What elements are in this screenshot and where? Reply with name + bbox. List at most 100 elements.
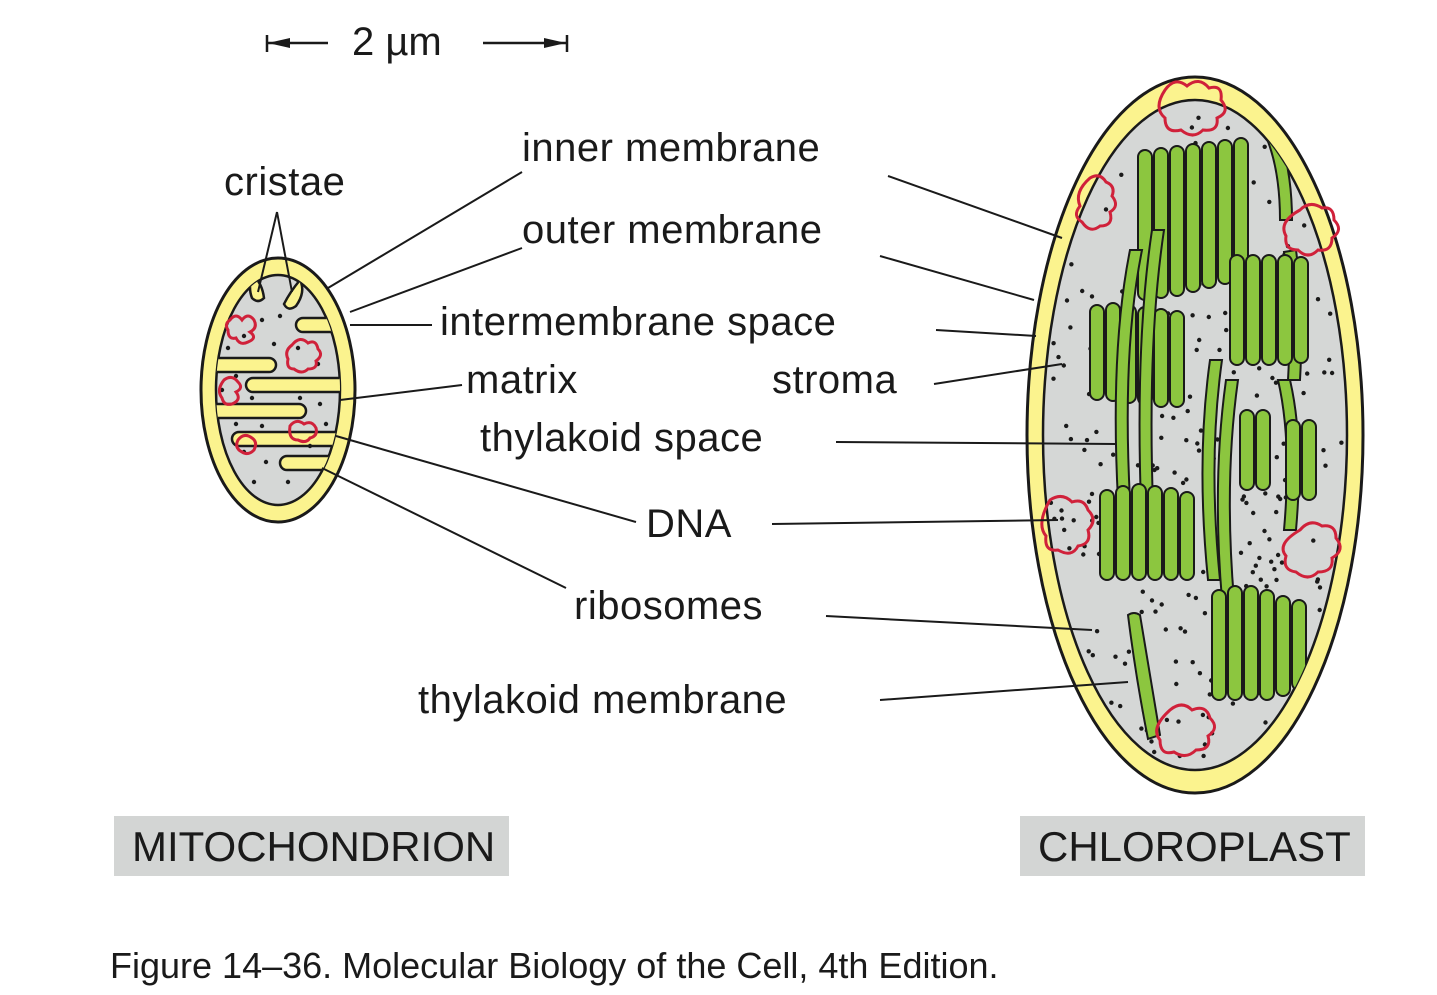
ribosome-dot: [1274, 577, 1279, 583]
ribosome-dot: [1238, 550, 1244, 555]
ribosome-dot: [1311, 538, 1316, 543]
ribosome-dot: [1086, 499, 1092, 504]
ribosome-dot: [1257, 555, 1262, 561]
ribosome-dot: [1103, 207, 1109, 212]
ribosome-dot: [1327, 357, 1332, 362]
ribosome-dot: [1189, 125, 1195, 130]
ribosome-dot: [1190, 313, 1195, 318]
ribosome-dot: [1056, 354, 1061, 360]
ribosome-dot: [1176, 719, 1181, 724]
leader-lines: [257, 171, 1129, 701]
label-inner-membrane: inner membrane: [522, 126, 821, 170]
ribosome-dot: [1086, 649, 1091, 654]
ribosome-dot: [1264, 584, 1269, 589]
ribosome-dot: [1281, 441, 1286, 446]
ribosome-dot: [1185, 408, 1190, 414]
mitochondrion-illustration: [199, 256, 357, 524]
label-intermembrane-space: intermembrane space: [440, 300, 837, 344]
ribosome-dot: [1329, 370, 1335, 376]
ribosome-dot: [1257, 366, 1262, 371]
ribosome-dot: [1152, 749, 1157, 755]
ribosome-dot: [1253, 563, 1259, 568]
ribosome-dot: [1272, 567, 1277, 572]
ribosome-dot: [1328, 311, 1333, 316]
ribosome-dot: [1174, 681, 1179, 687]
ribosome-dot: [1080, 288, 1085, 294]
ribosome-dot: [1059, 508, 1064, 513]
ribosome-dot: [1250, 570, 1256, 575]
ribosome-dot: [1301, 390, 1306, 396]
ribosome-dot: [1068, 325, 1073, 330]
ribosome-dot: [1200, 712, 1206, 718]
chloroplast-title: CHLOROPLAST: [1020, 816, 1365, 876]
ribosome-dot: [1247, 541, 1252, 546]
ribosome-dot: [1187, 394, 1193, 399]
ribosome-dot: [1317, 607, 1322, 613]
ribosome-dot: [1180, 480, 1186, 486]
ribosome-dot: [1163, 627, 1169, 632]
ribosome-dot: [1089, 294, 1095, 299]
label-stroma: stroma: [772, 358, 898, 402]
ribosome-dot: [1322, 370, 1327, 375]
ribosome-dot: [1067, 546, 1072, 551]
ribosome-dot: [1184, 477, 1189, 482]
ribosome-dot: [1315, 297, 1321, 302]
ribosome-dot: [1064, 423, 1069, 429]
label-thylakoid-membrane: thylakoid membrane: [418, 678, 788, 722]
ribosome-dot: [1231, 370, 1237, 375]
ribosome-dot: [1159, 435, 1164, 440]
ribosome-dot: [1317, 585, 1323, 590]
ribosome-dot: [1262, 528, 1267, 534]
ribosome-dot: [1149, 598, 1155, 603]
label-dna: DNA: [646, 502, 732, 546]
ribosome-dot: [1196, 115, 1201, 121]
ribosome-dot: [1082, 447, 1087, 453]
ribosome-dot: [1098, 462, 1103, 467]
chloroplast-dna: [1040, 80, 1342, 757]
ribosome-dot: [1279, 560, 1285, 565]
ribosome-dot: [1149, 739, 1154, 744]
ribosome-dot: [1201, 569, 1206, 575]
ribosome-dot: [1126, 649, 1132, 654]
figure-caption: Figure 14–36. Molecular Biology of the C…: [110, 945, 999, 986]
ribosome-dot: [1262, 144, 1267, 149]
ribosome-dot: [1094, 514, 1099, 520]
label-matrix: matrix: [466, 358, 578, 402]
ribosome-dot: [1122, 661, 1128, 666]
ribosome-dot: [1251, 180, 1256, 185]
ribosome-dot: [1094, 429, 1099, 435]
ribosome-dot: [1267, 199, 1272, 205]
ribosome-dot: [1305, 371, 1310, 376]
ribosome-dot: [1274, 509, 1279, 515]
ribosome-dot: [1094, 629, 1100, 634]
ribosome-dot: [1172, 470, 1177, 475]
ribosome-dot: [1270, 375, 1275, 381]
ribosome-dot: [1263, 720, 1268, 725]
ribosome-dot: [1251, 510, 1256, 516]
ribosome-dot: [1206, 314, 1212, 320]
ribosome-dot: [1323, 463, 1328, 468]
ribosome-dot: [1068, 436, 1074, 442]
ribosome-dot: [1195, 441, 1200, 446]
ribosome-dot: [1139, 726, 1144, 731]
ribosome-dot: [1173, 659, 1179, 664]
ribosome-dot: [1178, 626, 1183, 631]
ribosome-dot: [1276, 494, 1281, 499]
ribosome-dot: [1111, 452, 1116, 457]
ribosome-dot: [1109, 700, 1114, 705]
label-thylakoid-space: thylakoid space: [480, 416, 764, 460]
ribosome-dot: [1059, 516, 1065, 521]
ribosome-dot: [1275, 552, 1281, 558]
ribosome-dot: [1339, 440, 1344, 445]
mitochondrion-dna: [217, 314, 323, 456]
ribosome-dot: [1267, 537, 1272, 542]
ribosome-dot: [1061, 363, 1067, 368]
ribosome-dot: [1164, 717, 1170, 723]
ribosome-dot: [1207, 692, 1213, 697]
ribosome-dot: [1051, 376, 1056, 381]
ribosome-dot: [1202, 611, 1208, 616]
ribosome-dot: [1197, 337, 1202, 343]
ribosome-dot: [1119, 172, 1124, 177]
ribosome-dot: [1090, 653, 1096, 658]
